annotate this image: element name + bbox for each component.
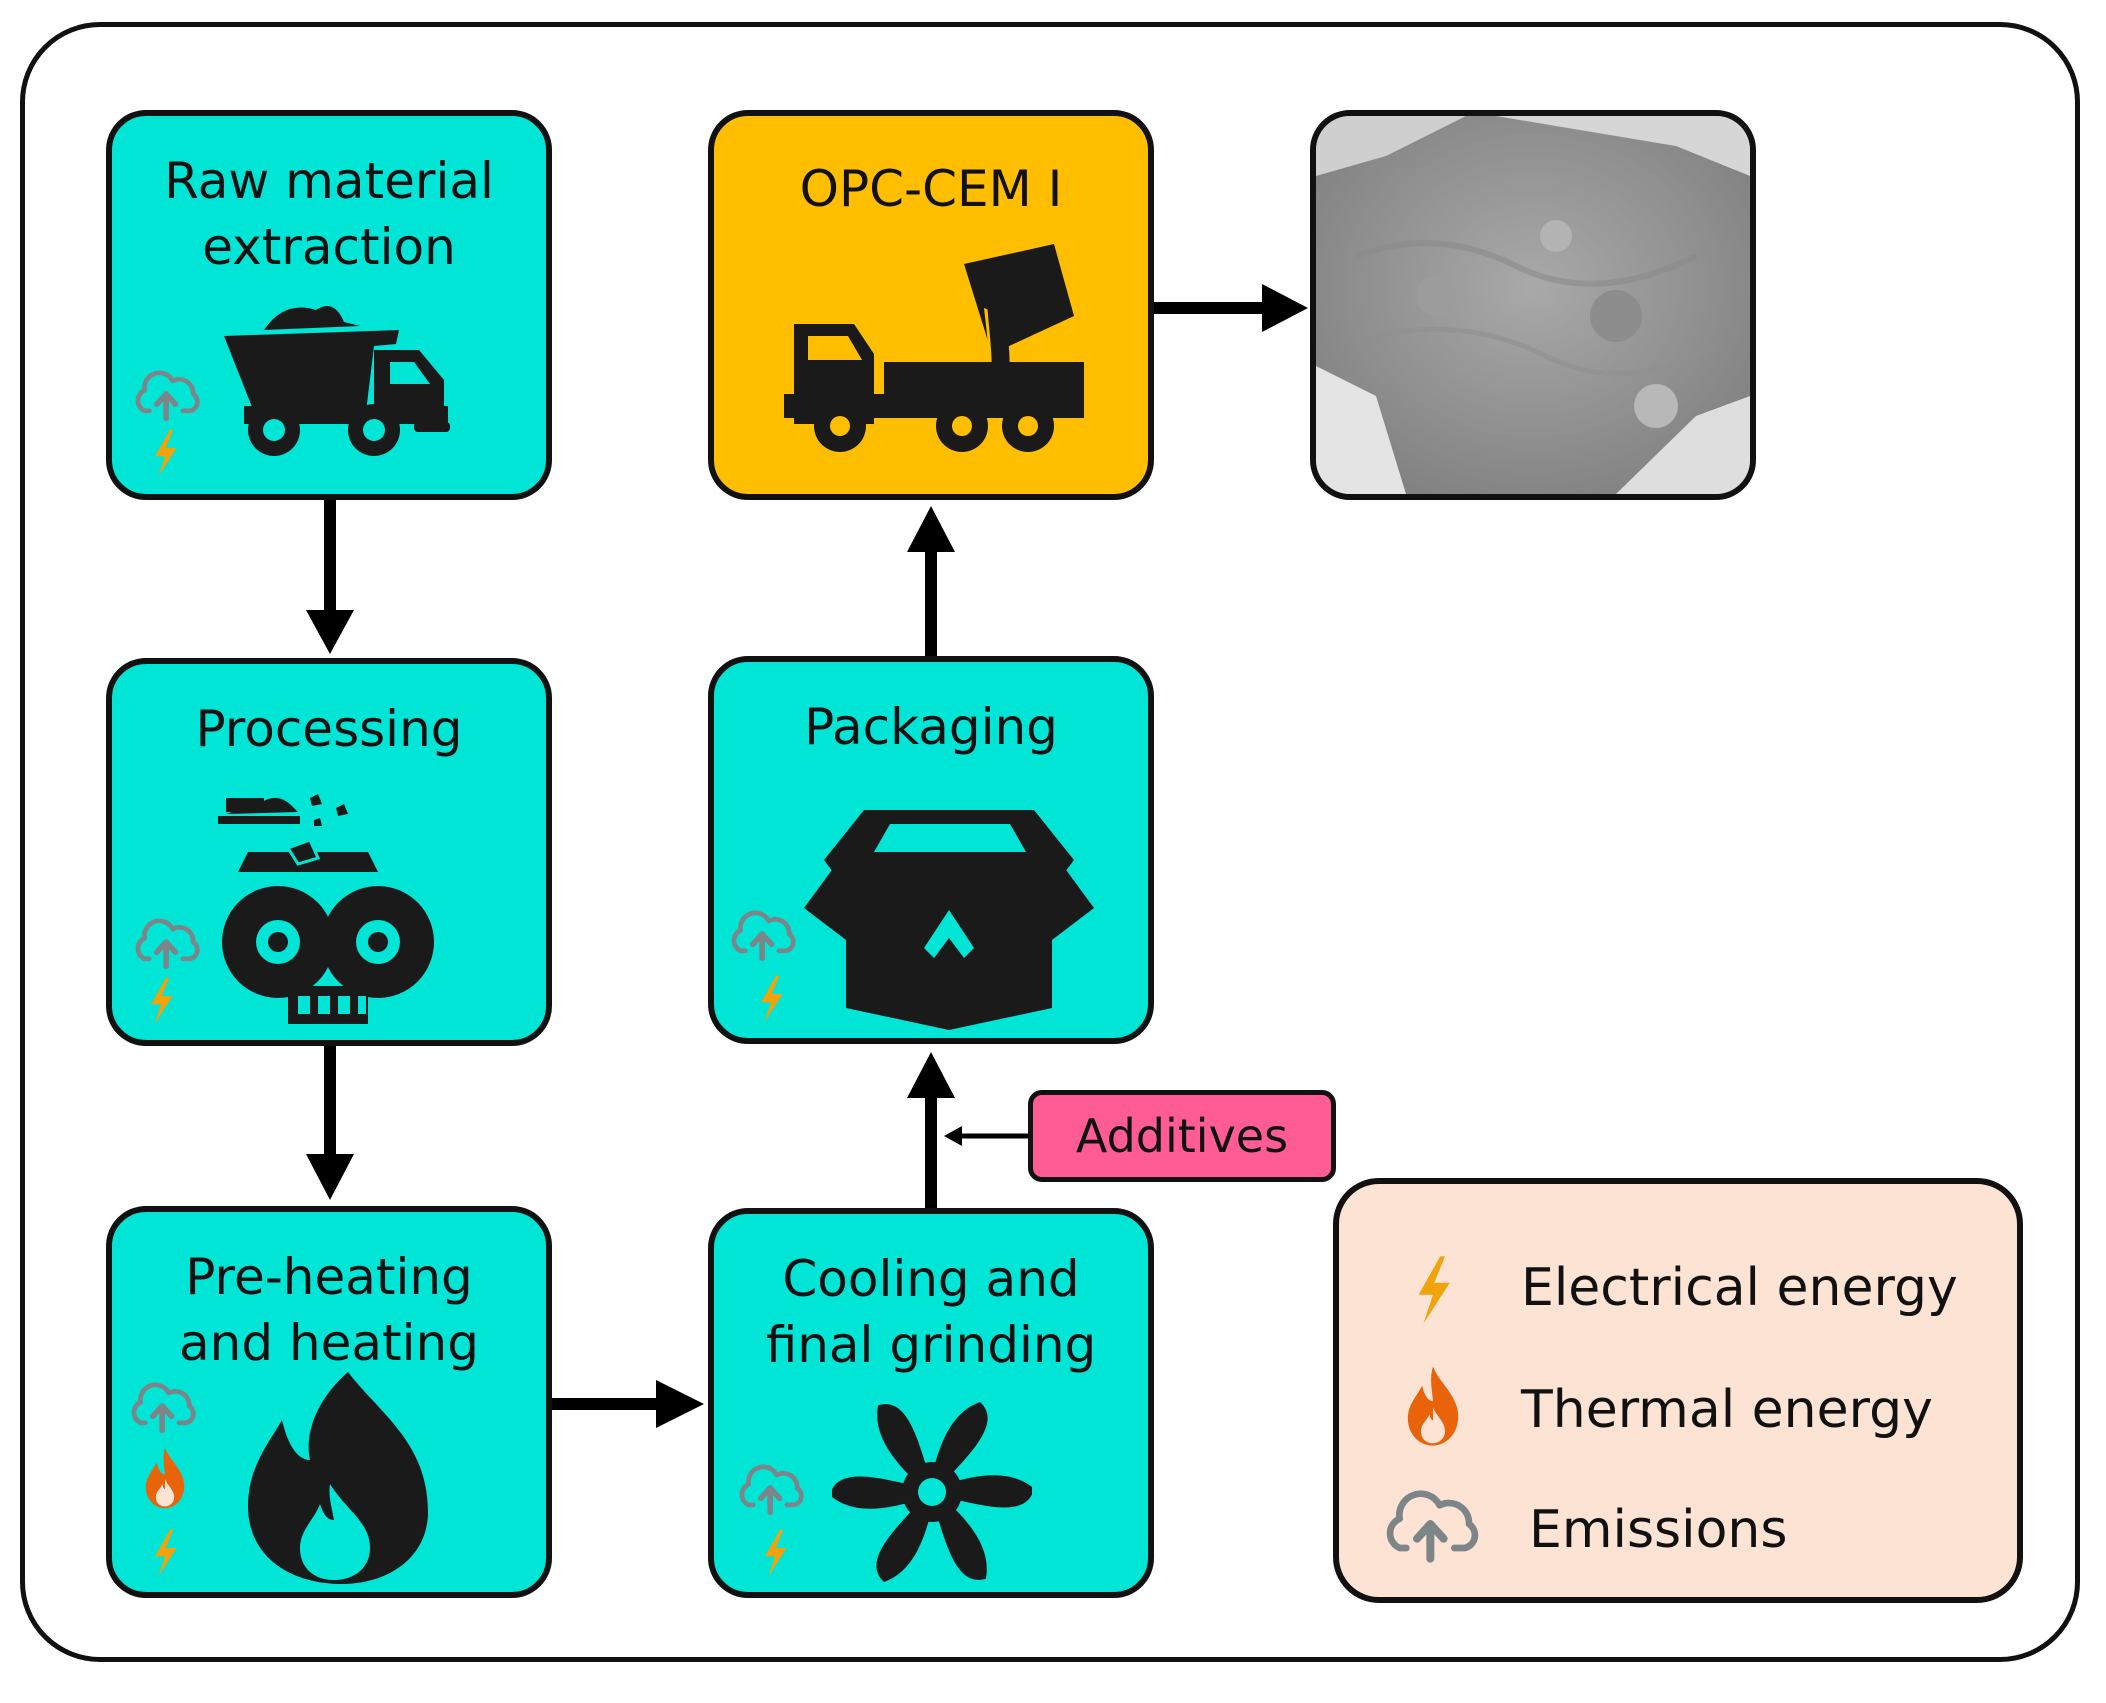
step-title: Processing (195, 700, 463, 758)
step-title: Cooling and final grinding (765, 1250, 1097, 1374)
legend: Electrical energy Thermal energy Emissio… (1333, 1178, 2023, 1603)
step-packaging: Packaging (708, 656, 1154, 1044)
step-processing: Processing (106, 658, 552, 1046)
step-title: Packaging (804, 698, 1058, 756)
step-raw-material-extraction: Raw material extraction (106, 110, 552, 500)
electrical-energy-icon (1409, 1254, 1457, 1326)
legend-emissions-label: Emissions (1529, 1500, 1788, 1560)
arrow-additives (944, 1126, 1028, 1146)
step-pre-heating-and-heating: Pre-heating and heating (106, 1206, 552, 1598)
crusher-icon (218, 794, 434, 1024)
step-cooling-and-final-grinding: Cooling and final grinding (708, 1208, 1154, 1598)
step-title: Pre-heating and heating (179, 1248, 479, 1372)
cement-mixer-truck-icon (784, 244, 1084, 452)
legend-thermal-label: Thermal energy (1521, 1380, 1933, 1440)
flame-icon (248, 1372, 428, 1584)
cement-powder-photo (1310, 110, 1756, 500)
dump-truck-icon (224, 306, 450, 456)
step-title: Raw material extraction (164, 152, 494, 276)
box-icon (804, 810, 1094, 1030)
step-opc-cem-i: OPC-CEM I (708, 110, 1154, 500)
step-title: OPC-CEM I (799, 160, 1063, 218)
emissions-icon (1379, 1484, 1487, 1564)
fan-icon (832, 1402, 1032, 1582)
thermal-energy-icon (1403, 1364, 1463, 1448)
diagram-frame (20, 22, 2080, 1662)
legend-electrical-label: Electrical energy (1521, 1258, 1958, 1318)
additives-label: Additives (1028, 1090, 1336, 1182)
